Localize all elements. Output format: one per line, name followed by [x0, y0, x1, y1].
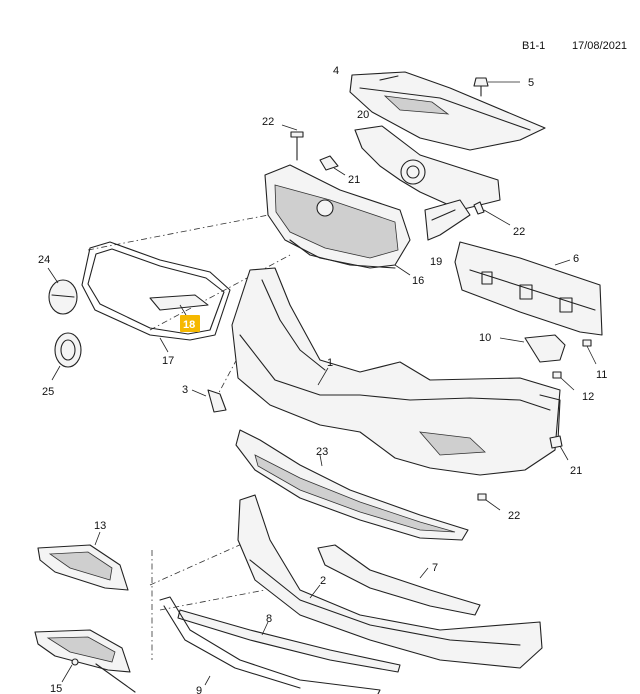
label-12: 12 [582, 391, 594, 403]
part-1-front-bumper [231, 267, 561, 476]
label-13: 13 [94, 520, 106, 532]
label-15: 15 [50, 683, 62, 694]
sheet-number: B1-1 [522, 40, 546, 52]
label-21-top: 21 [348, 174, 360, 186]
callout-18-highlight[interactable]: 18 [180, 315, 200, 332]
part-15-clip [61, 658, 79, 683]
label-22-right: 22 [513, 226, 525, 238]
part-11-screw [582, 339, 597, 365]
label-4: 4 [333, 65, 339, 77]
part-18-chrome-moulding [149, 294, 209, 316]
label-20: 20 [357, 109, 369, 121]
part-19-guide-bracket [424, 199, 471, 241]
part-6-impact-absorber [454, 241, 603, 336]
part-22-screw-lower [477, 493, 501, 511]
label-25: 25 [42, 386, 54, 398]
label-9: 9 [196, 685, 202, 694]
part-12-screw [552, 371, 575, 391]
label-22-lower: 22 [508, 510, 520, 522]
part-21-clip-top [319, 155, 346, 176]
part-22-screw-top [281, 124, 304, 161]
part-17-grille-surround [81, 241, 231, 353]
label-2: 2 [320, 575, 326, 587]
part-13-fog-bezel [37, 531, 129, 591]
part-25-emblem-back [51, 332, 82, 381]
label-23: 23 [316, 446, 328, 458]
label-22-top: 22 [262, 116, 274, 128]
callout-18-text: 18 [183, 319, 195, 331]
part-21-clip-right [549, 435, 569, 461]
label-5: 5 [528, 77, 534, 89]
label-1: 1 [327, 357, 333, 369]
label-10: 10 [479, 332, 491, 344]
label-3: 3 [182, 384, 188, 396]
label-6: 6 [573, 253, 579, 265]
part-23-lower-grille [235, 429, 469, 541]
part-9-lower-lip [159, 596, 381, 694]
label-24: 24 [38, 254, 50, 266]
label-21-right: 21 [570, 465, 582, 477]
part-8-trim-strip [177, 609, 401, 673]
part-5-clip [473, 77, 520, 97]
sheet-date: 17/08/2021 [572, 40, 628, 52]
part-7-lower-spoiler [317, 544, 481, 616]
part-22-screw-right [473, 201, 511, 226]
part-16-radiator-grille [264, 164, 411, 276]
label-11: 11 [596, 369, 607, 381]
label-17: 17 [162, 355, 174, 367]
label-8: 8 [266, 613, 272, 625]
part-10-bracket [499, 334, 566, 363]
part-number-labels: 4 5 22 20 21 22 24 19 6 16 10 17 1 11 25… [38, 65, 607, 694]
part-3-plug [191, 389, 227, 413]
label-16: 16 [412, 275, 424, 287]
label-7: 7 [432, 562, 438, 574]
part-24-front-emblem [47, 267, 78, 315]
part-4-upper-deflector [349, 71, 546, 151]
part-2-lower-panel [237, 494, 543, 669]
label-19: 19 [430, 256, 442, 268]
part-14-fog-bezel-lower [34, 629, 136, 693]
